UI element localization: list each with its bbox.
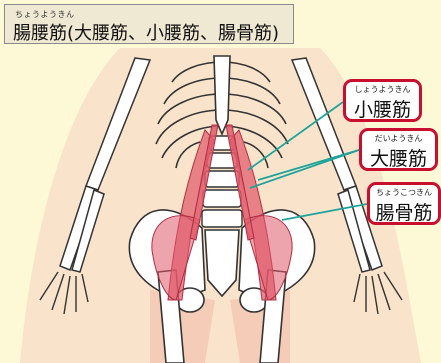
label-ruby: しょうようきん: [346, 84, 419, 95]
page-title: 腸腰筋(大腰筋、小腰筋、腸骨筋): [13, 19, 279, 45]
label-name: 腸骨筋: [370, 198, 438, 225]
label-ruby: だいようきん: [362, 133, 435, 144]
label-psoas-minor: しょうようきん 小腰筋: [343, 79, 422, 122]
title-box: ちょうようきん 腸腰筋(大腰筋、小腰筋、腸骨筋): [4, 4, 294, 44]
label-ruby: ちょうこつきん: [370, 187, 438, 198]
label-psoas-major: だいようきん 大腰筋: [359, 128, 438, 171]
label-name: 小腰筋: [346, 95, 419, 122]
label-iliacus: ちょうこつきん 腸骨筋: [367, 182, 441, 225]
label-name: 大腰筋: [362, 144, 435, 171]
